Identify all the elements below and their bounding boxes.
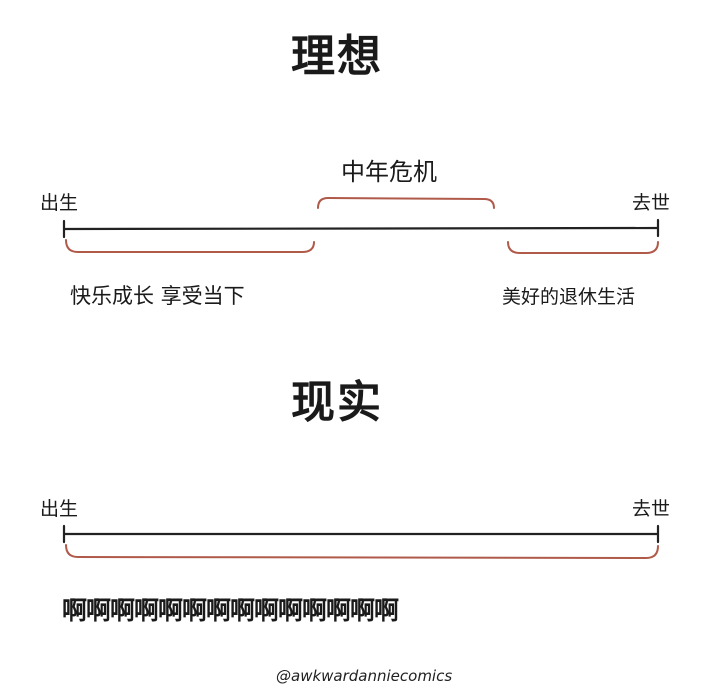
reality-death-label: 去世 <box>632 498 671 520</box>
happy-growth-label: 快乐成长 享受当下 <box>70 284 245 308</box>
ideal-timeline <box>62 218 660 239</box>
ideal-death-label: 去世 <box>632 192 671 214</box>
ideal-title: 理想 <box>291 31 383 82</box>
reality-title: 现实 <box>291 377 383 428</box>
ideal-life-line <box>62 226 660 231</box>
reality-timeline <box>62 524 660 544</box>
midlife-crisis-label: 中年危机 <box>341 158 437 186</box>
screaming-text: 啊啊啊啊啊啊啊啊啊啊啊啊啊啊 <box>62 596 399 625</box>
midlife-bracket <box>317 196 495 209</box>
happy-growth-bracket <box>65 239 315 253</box>
retirement-bracket <box>507 241 659 254</box>
whole-life-bracket <box>65 544 659 560</box>
retirement-label: 美好的退休生活 <box>502 286 636 308</box>
artist-credit: @awkwardanniecomics <box>276 667 453 685</box>
reality-birth-label: 出生 <box>40 498 79 520</box>
ideal-birth-label: 出生 <box>40 192 79 214</box>
